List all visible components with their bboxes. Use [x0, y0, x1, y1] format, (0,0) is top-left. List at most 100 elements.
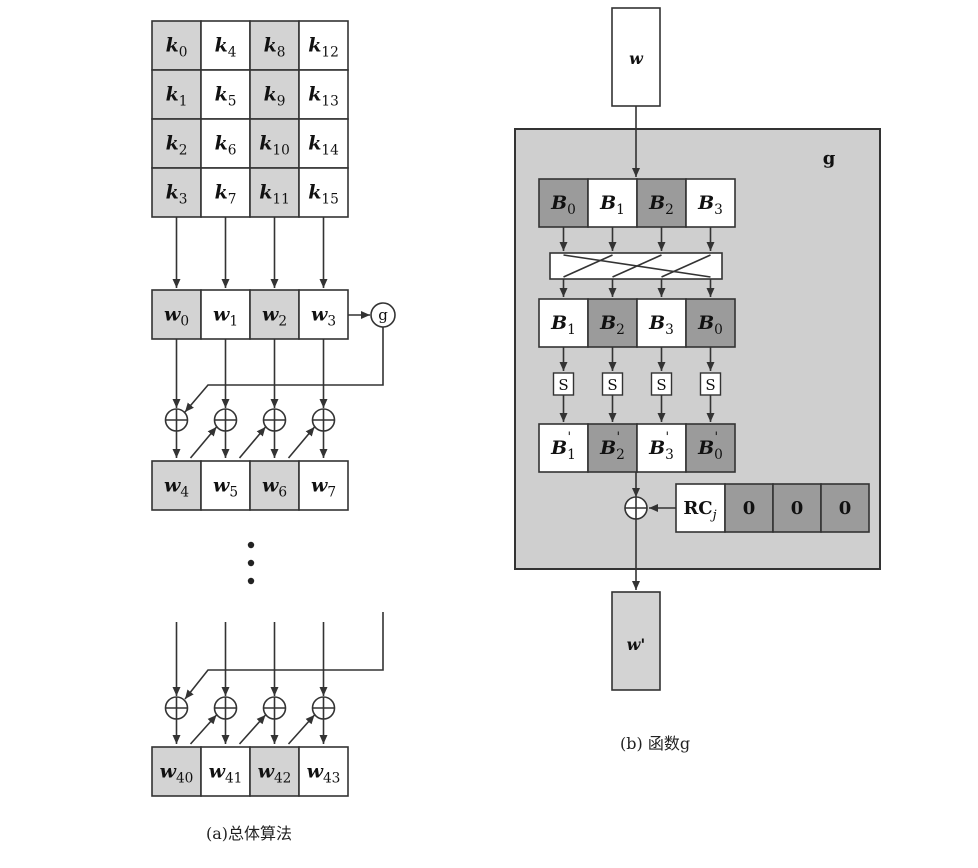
chain-arrow	[238, 426, 267, 459]
chain-arrow	[189, 426, 218, 459]
row-w0-label: w3	[311, 304, 336, 330]
rotword-line	[563, 254, 613, 278]
row-w40-label: w40	[160, 761, 194, 787]
final-xor-node	[624, 496, 648, 520]
key-grid-label: k3	[166, 182, 188, 208]
row-w0-label: w1	[213, 304, 238, 330]
caption-left: (a)总体算法	[206, 824, 293, 843]
xor-node	[311, 696, 336, 720]
key-grid-label: k15	[308, 182, 339, 208]
key-grid-label: k5	[215, 84, 237, 110]
key-grid-cell	[249, 20, 300, 71]
zero-cell	[724, 483, 774, 533]
row-rotated-cell	[587, 298, 638, 348]
key-grid-cell	[151, 167, 202, 218]
chain-arrow	[287, 714, 316, 745]
key-grid-label: k2	[166, 133, 188, 159]
caption-right: (b) 函数g	[620, 734, 691, 753]
row-w40-cell	[298, 746, 349, 797]
row-rotated-label: B1	[550, 312, 576, 338]
row-w40-label: w43	[307, 761, 341, 787]
xor-node	[311, 408, 336, 432]
row-w0-label: w2	[262, 304, 287, 330]
prime-mark: '	[666, 430, 670, 445]
feedback-arrow	[184, 327, 384, 413]
xor-node	[262, 696, 287, 720]
row-w0-cell	[151, 289, 202, 340]
row-b-cell	[587, 178, 638, 228]
row-rotated-label: B0	[697, 312, 723, 338]
ellipsis-dot	[247, 559, 255, 567]
sbox-label: S	[656, 376, 666, 394]
row-sub-label: B1	[550, 437, 576, 463]
row-b-label: B3	[697, 192, 723, 218]
row-b-label: B0	[550, 192, 576, 218]
sbox-label: S	[607, 376, 617, 394]
prime-mark: '	[568, 430, 572, 445]
feedback-arrow	[184, 612, 384, 700]
row-b-cell	[685, 178, 736, 228]
chain-arrow	[238, 714, 267, 745]
g-node-label: g	[378, 306, 388, 324]
chain-arrow	[287, 426, 316, 459]
output-box	[611, 591, 661, 691]
xor-node	[164, 408, 189, 432]
key-grid-label: k12	[308, 35, 339, 61]
key-grid-label: k11	[259, 182, 290, 208]
row-b-label: B2	[648, 192, 674, 218]
row-w40-cell	[200, 746, 251, 797]
row-rotated-label: B2	[599, 312, 625, 338]
key-grid-label: k13	[308, 84, 339, 110]
row-w4-cell	[151, 460, 202, 511]
g-panel-label: g	[823, 148, 836, 169]
sbox-label: S	[705, 376, 715, 394]
xor-node	[164, 696, 189, 720]
key-grid-cell	[298, 167, 349, 218]
output-label: w'	[627, 635, 646, 654]
row-b-label: B1	[599, 192, 625, 218]
key-grid-label: k14	[308, 133, 339, 159]
row-w4-cell	[249, 460, 300, 511]
row-w40-label: w41	[209, 761, 243, 787]
ellipsis-dot	[247, 541, 255, 549]
ellipsis-dot	[247, 577, 255, 585]
row-rotated-label: B3	[648, 312, 674, 338]
key-grid-label: k1	[166, 84, 188, 110]
row-w40-label: w42	[258, 761, 292, 787]
key-grid-label: k4	[215, 35, 237, 61]
xor-node	[262, 408, 287, 432]
row-b-cell	[538, 178, 589, 228]
key-grid-label: k6	[215, 133, 237, 159]
row-w4-cell	[200, 460, 251, 511]
row-sub-label: B2	[599, 437, 625, 463]
rotword-line	[661, 254, 711, 278]
row-sub-cell	[587, 423, 638, 473]
key-grid-label: k8	[264, 35, 286, 61]
chain-arrow	[189, 714, 218, 745]
input-w-label: w	[629, 49, 644, 68]
row-sub-label: B0	[697, 437, 723, 463]
row-rotated-cell	[636, 298, 687, 348]
prime-mark: '	[715, 430, 719, 445]
zero-cell	[772, 483, 822, 533]
zero-cell	[820, 483, 870, 533]
zero-label: 0	[839, 498, 852, 519]
key-grid-cell	[298, 69, 349, 120]
row-w0-label: w0	[164, 304, 189, 330]
row-w4-label: w7	[311, 475, 336, 501]
key-grid-label: k7	[215, 182, 237, 208]
xor-node	[213, 696, 238, 720]
key-grid-label: k10	[259, 133, 290, 159]
row-sub-label: B3	[648, 437, 674, 463]
key-grid-cell	[298, 118, 349, 169]
sbox-label: S	[558, 376, 568, 394]
row-w40-cell	[249, 746, 300, 797]
row-w0-cell	[298, 289, 349, 340]
row-w4-cell	[298, 460, 349, 511]
zero-label: 0	[791, 498, 804, 519]
row-sub-cell	[538, 423, 589, 473]
rotword-line	[612, 254, 662, 278]
